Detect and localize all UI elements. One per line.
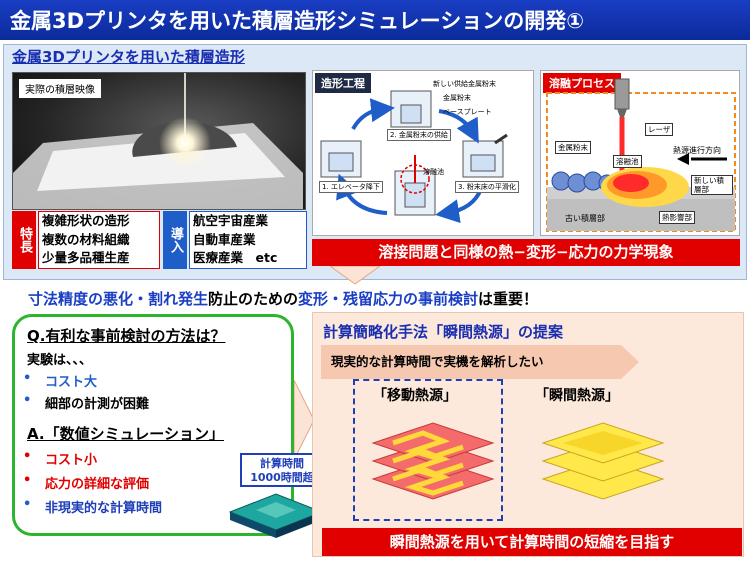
bullet-icon: • [23,449,32,464]
melting-art [546,78,736,232]
industry-item: 医療産業 etc [193,250,278,265]
down-arrow-icon [330,266,380,285]
process-diagram: 造形工程 新しい供給金属粉末 金属粉末 ベースプレート 溶融池 2. 金属粉末の… [312,70,534,236]
laser-label: レーザ [645,123,674,136]
melting-diagram: 溶融プロセス レーザ 金属粉末 溶融池 熱源進行方向 新しい積層部 古い積層部 … [540,70,740,236]
haz-label: 熱影響部 [659,211,695,224]
printing-photo-art [13,73,303,209]
bullet-icon: • [23,371,32,386]
industry-list: 航空宇宙産業 自動車産業 医療産業 etc [189,211,307,269]
process-label: 造形工程 [315,73,371,93]
feature-item: 複数の材料組織 [42,231,130,247]
feature-item: 少量多品種生産 [42,250,130,265]
sub-arrow-shape [321,345,639,379]
statement-part: 変形・残留応力の事前検討 [298,290,479,308]
part-label: 金属粉末 [443,94,471,102]
exp-item: コスト大 [45,375,98,390]
calc-time-label: 計算時間 [260,457,304,470]
top-heading: 金属3Dプリンタを用いた積層造形 [12,48,245,66]
mesh-model [228,493,324,538]
statement-part: 防止のための [208,290,299,308]
part-label: 新しい供給金属粉末 [433,80,496,88]
calc-time-box: 計算時間 1000時間超 [240,453,324,487]
industry-item: 自動車産業 [193,231,256,247]
melt-label: 溶融プロセス [543,73,621,93]
powder-label: 金属粉末 [555,141,591,154]
sim-item: コスト小 [45,453,98,468]
proposal-sub: 現実的な計算時間で実機を解析したい [331,354,544,369]
question-bubble: Q.有利な事前検討の方法は？ 実験は、、、 • コスト大 • 細部の計測が困難 … [12,314,294,536]
right-arrow-icon [294,380,315,460]
part-label: 溶融池 [423,168,444,176]
question-text: Q.有利な事前検討の方法は？ [27,327,226,345]
problem-banner: 溶接問題と同様の熱−変形−応力の力学現象 [312,239,740,266]
step-label: 3. 粉末床の平滑化 [455,181,519,193]
moving-heat-label: 「移動熱源」 [373,388,457,404]
instant-heat-label: 「瞬間熱源」 [535,388,619,404]
title-bar [0,0,750,40]
bullet-icon: • [23,497,32,512]
step-label: 1. エレベータ降下 [319,181,383,193]
photo-label: 実際の積層映像 [19,79,101,98]
printing-photo: 実際の積層映像 [12,72,306,210]
bullet-icon: • [23,473,32,488]
old-layer-label: 古い積層部 [565,214,605,223]
main-statement: 寸法精度の悪化・割れ発生防止のための変形・残留応力の事前検討は重要！ [28,288,538,309]
intro-tag: 導入 [163,211,187,269]
page-title: 金属3Dプリンタを用いた積層造形シミュレーションの開発① [10,9,584,33]
feature-item: 複雑形状の造形 [42,213,130,228]
step-label: 2. 金属粉末の供給 [387,129,451,141]
sim-item: 非現実的な計算時間 [45,501,163,516]
exp-item: 細部の計測が困難 [45,397,150,412]
calc-time-value: 1000時間超 [250,471,314,484]
direction-label: 熱源進行方向 [673,146,721,155]
proposal-panel: 計算簡略化手法「瞬間熱源」の提案 現実的な計算時間で実機を解析したい 「移動熱源… [312,312,744,557]
instant-heat-layers [541,422,665,500]
result-banner: 瞬間熱源を用いて計算時間の短縮を目指す [322,528,742,556]
feature-list: 複雑形状の造形 複数の材料組織 少量多品種生産 [38,211,160,269]
bullet-icon: • [23,393,32,408]
process-cycle-art [320,90,508,224]
industry-item: 航空宇宙産業 [193,213,269,228]
part-label: ベースプレート [443,108,492,116]
experiment-text: 実験は、、、 [27,353,93,368]
meltpool-label: 溶融池 [613,155,642,168]
statement-part: 寸法精度の悪化・割れ発生 [28,290,209,308]
statement-part: は重要！ [478,290,539,308]
sim-item: 応力の詳細な評価 [45,477,150,492]
moving-heat-frame [353,379,503,521]
feature-tag: 特長 [12,211,36,269]
answer-text: A.「数値シミュレーション」 [27,425,224,443]
moving-heat-layers [371,422,495,500]
new-layer-label: 新しい積層部 [691,175,733,195]
proposal-heading: 計算簡略化手法「瞬間熱源」の提案 [323,323,564,341]
